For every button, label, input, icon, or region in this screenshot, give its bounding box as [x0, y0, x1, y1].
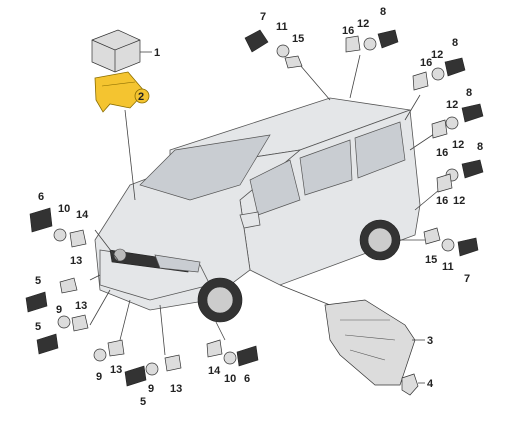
- ring-12-r2: [445, 116, 459, 130]
- callout-12-e: 12: [453, 195, 465, 207]
- sensor-16-top: [345, 35, 361, 53]
- ring-9-b1: [93, 348, 107, 362]
- callout-2: 2: [138, 91, 144, 103]
- holder-7-top: [244, 29, 269, 53]
- callout-6-b: 6: [244, 373, 250, 385]
- ring-9-b2: [145, 362, 159, 376]
- holder-5-b: [124, 365, 147, 387]
- holder-6-b: [236, 345, 259, 367]
- callout-8-b: 8: [452, 37, 458, 49]
- sensor-14-b: [206, 339, 223, 358]
- callout-11-b: 11: [442, 261, 454, 273]
- van-door-window: [249, 159, 301, 216]
- callout-labels: 1 2 3 4 5 5 5 6 6 7 7 8 8 8 8 9 9 9 10 1…: [35, 6, 483, 408]
- van-mirror: [239, 211, 261, 229]
- sensor-groups: [25, 29, 484, 387]
- sensor-15-br: [423, 227, 441, 245]
- part-3-mounting-frame: [324, 299, 425, 386]
- callout-13-b: 13: [75, 300, 87, 312]
- sensor-15-top: [284, 55, 303, 69]
- holder-5-l2: [36, 333, 59, 355]
- holder-8-r3: [461, 159, 484, 179]
- holder-8-r1: [444, 57, 466, 77]
- callout-8-a: 8: [380, 6, 386, 18]
- ring-10-left: [53, 228, 67, 242]
- holder-7-br: [457, 237, 479, 257]
- callout-16-a: 16: [342, 25, 354, 37]
- callout-15-b: 15: [425, 254, 437, 266]
- sensor-14-left: [69, 229, 87, 248]
- van-headlight: [154, 254, 201, 273]
- part-1-control-unit: [91, 29, 152, 73]
- ring-9-l1: [57, 315, 71, 329]
- callout-13-c: 13: [110, 364, 122, 376]
- callout-16-c: 16: [436, 147, 448, 159]
- callout-7-a: 7: [260, 11, 266, 23]
- callout-8-c: 8: [466, 87, 472, 99]
- van-side-window-1: [299, 139, 353, 196]
- callout-11-a: 11: [276, 21, 288, 33]
- callout-3: 3: [427, 335, 433, 347]
- callout-10-b: 10: [224, 373, 236, 385]
- callout-9-c: 9: [148, 383, 154, 395]
- van-front-rim: [206, 286, 234, 314]
- callout-16-b: 16: [420, 57, 432, 69]
- holder-8-r2: [461, 103, 484, 123]
- callout-1: 1: [154, 47, 160, 59]
- callout-14-a: 14: [76, 209, 89, 221]
- sensor-13-l2: [71, 314, 89, 332]
- callout-13-a: 13: [70, 255, 82, 267]
- part-4-clip: [401, 373, 425, 396]
- callout-5-a: 5: [35, 275, 41, 287]
- sensor-13-b1: [107, 339, 125, 357]
- callout-9-b: 9: [96, 371, 102, 383]
- callout-13-d: 13: [170, 383, 182, 395]
- callout-12-a: 12: [357, 18, 369, 30]
- callout-10-a: 10: [58, 203, 70, 215]
- ring-12-top: [363, 37, 377, 51]
- holder-8-top: [377, 29, 399, 49]
- callout-8-d: 8: [477, 141, 483, 153]
- callout-16-d: 16: [436, 195, 448, 207]
- callout-7-b: 7: [464, 273, 470, 285]
- callout-12-b: 12: [431, 49, 443, 61]
- van-logo-icon: [113, 248, 127, 262]
- callout-12-c: 12: [446, 99, 458, 111]
- callout-5-c: 5: [140, 396, 146, 408]
- callout-12-d: 12: [452, 139, 464, 151]
- van-illustration: [94, 97, 421, 323]
- callout-4: 4: [427, 378, 434, 390]
- holder-5-l1: [25, 291, 48, 313]
- sensor-16-r2: [431, 119, 448, 139]
- sensor-16-r3: [436, 173, 453, 193]
- callout-15-a: 15: [292, 33, 304, 45]
- van-side-window-2: [354, 121, 406, 179]
- leader-lines: [89, 54, 446, 356]
- ring-11-top: [276, 44, 290, 58]
- callout-9-a: 9: [56, 304, 62, 316]
- sensor-16-r1: [412, 71, 429, 91]
- sensor-13-b2: [164, 354, 182, 372]
- callout-5-b: 5: [35, 321, 41, 333]
- callout-6-a: 6: [38, 191, 44, 203]
- ring-10-b: [223, 351, 237, 365]
- van-rear-rim: [367, 227, 393, 253]
- van-windshield: [139, 134, 271, 201]
- ring-12-r1: [431, 67, 445, 81]
- ring-11-br: [441, 238, 455, 252]
- holder-6-left: [29, 207, 53, 233]
- callout-2-marker: [134, 88, 150, 104]
- sensor-13-l1: [59, 277, 78, 294]
- callout-14-b: 14: [208, 365, 221, 377]
- part-2-bracket-highlighted: [94, 71, 150, 113]
